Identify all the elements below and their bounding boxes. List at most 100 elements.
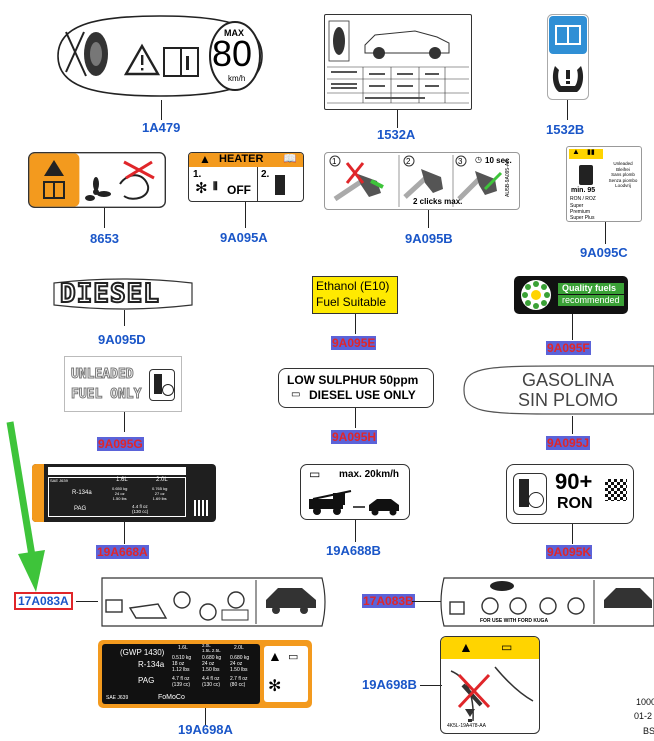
ron-unit-text: RON [557, 495, 593, 512]
label-17a083b[interactable]: 17A083B [362, 594, 415, 608]
leader-9a095f [572, 314, 573, 340]
ten-sec-text: 10 sec. [485, 156, 512, 165]
decal-9a095j: GASOLINA SIN PLOMO [462, 364, 654, 416]
label-9a095j[interactable]: 9A095J [546, 436, 591, 450]
svg-text:2: 2 [406, 157, 411, 166]
tyre-crossed-icon [65, 31, 108, 77]
leader-9a095k [572, 524, 573, 544]
warning-triangle-icon: ▲ [459, 639, 473, 655]
label-1532a[interactable]: 1532A [377, 127, 416, 142]
fuel-list-item: Unleaded [613, 161, 633, 166]
decal-9a095b: 1 2 3 AU5B-9A095-AA 2 clicks max. ◷ 10 s… [324, 152, 520, 210]
sunflower-logo-icon [521, 280, 551, 310]
svg-text:3: 3 [458, 157, 463, 166]
leader-9a095h [355, 408, 356, 428]
ron-value-text: 90+ [555, 469, 593, 494]
leader-17a083a [76, 601, 98, 602]
ac-v1a: 0.510 kg 18 oz 1.12 lbs [172, 655, 192, 673]
decal-8653 [27, 151, 167, 208]
label-19a668a[interactable]: 19A668A [96, 545, 149, 559]
decal-9a095d: DIESEL [52, 278, 194, 310]
svg-text:AU5B-9A095-AA: AU5B-9A095-AA [505, 159, 511, 197]
speed-unit-text: km/h [228, 74, 246, 83]
label-19a698b[interactable]: 19A698B [362, 677, 417, 692]
manual-book-icon: ▭ [291, 389, 301, 400]
decal-19a668a: SAE J639 1.6L 2.0L R-134a 0.650 kg 24 oz… [32, 464, 216, 522]
ac-v2c: 2.7 fl oz (80 cc) [230, 676, 248, 688]
fan-icon: ✻ [195, 180, 208, 197]
clicks-max-text: 2 clicks max. [413, 197, 463, 206]
ac-col-b: 2.0L 1.5L 2.5L [202, 643, 221, 653]
label-8653[interactable]: 8653 [90, 231, 119, 246]
manual-book-icon: ▭ [288, 651, 299, 663]
manual-book-icon: ▭ [501, 640, 513, 654]
ac-val2: 0.765 kg 27 oz 1.69 lbs [152, 486, 168, 501]
speed-max-text: MAX [224, 28, 244, 38]
label-9a095c[interactable]: 9A095C [580, 245, 628, 260]
decal-9a095g: UNLEADED FUEL ONLY [64, 356, 182, 412]
min95-text: min. 95 [571, 187, 596, 194]
ac-pag-large: PAG [138, 676, 155, 685]
svg-text:4K5L-19A478-AA: 4K5L-19A478-AA [447, 723, 487, 729]
gasolina-line2: SIN PLOMO [518, 390, 619, 410]
leader-9a095c [605, 222, 606, 244]
fuel-list-item: Senza piombo [608, 177, 638, 183]
leader-19a668a [124, 522, 125, 544]
ron-roz-text: RON / ROZ [570, 196, 596, 202]
label-9a095h[interactable]: 9A095H [331, 430, 378, 444]
max-tow-text: max. 20km/h [339, 469, 400, 480]
fuel-list-item: Sans plomb [611, 172, 635, 177]
heater-off: OFF [227, 183, 251, 197]
leader-19a688b [355, 520, 356, 542]
decal-19a698b: ▲ ▭ 4K5L-19A478-AA [440, 636, 540, 734]
heater-step1: 1. [193, 169, 202, 180]
label-9a095b[interactable]: 9A095B [405, 231, 453, 246]
ethanol-line1: Ethanol (E10) [316, 279, 390, 293]
ac-col-c: 2.0L [234, 645, 244, 651]
decal-9a095k: 90+ RON [506, 464, 634, 524]
ac-v2a: 4.7 fl oz (139 cc) [172, 676, 191, 688]
label-9a095f[interactable]: 9A095F [546, 341, 591, 355]
svg-text:1: 1 [332, 157, 337, 166]
unleaded-line1: UNLEADED [71, 367, 135, 383]
label-1a479[interactable]: 1A479 [142, 120, 181, 135]
ac-v2b: 4.4 fl oz (130 cc) [202, 676, 221, 688]
fan-icon: ✻ [268, 678, 282, 695]
leader-19a698a [205, 708, 206, 726]
leader-9a095d [124, 310, 125, 326]
diesel-text: DIESEL [59, 278, 160, 310]
warning-triangle-icon [123, 43, 161, 76]
label-19a688b[interactable]: 19A688B [326, 543, 381, 558]
unleaded-line2: FUEL ONLY [70, 387, 142, 403]
decal-19a698a: (GWP 1430) R-134a PAG FoMoCo SAE J639 1.… [98, 640, 312, 708]
ac-fomoco: FoMoCo [158, 694, 185, 701]
decal-17a083b: FOR USE WITH FORD KUGA [440, 574, 654, 630]
qr-code-icon [194, 500, 210, 516]
label-19a698a[interactable]: 19A698A [178, 722, 233, 737]
leader-9a095g [124, 412, 125, 432]
label-9a095d[interactable]: 9A095D [98, 332, 146, 347]
label-9a095g[interactable]: 9A095G [97, 437, 144, 451]
label-17a083a[interactable]: 17A083A [14, 592, 73, 610]
ac-r134a-large: R-134a [138, 660, 165, 669]
fuel-pump-icon [275, 175, 285, 195]
label-1532b[interactable]: 1532B [546, 122, 585, 137]
label-9a095k[interactable]: 9A095K [546, 545, 593, 559]
label-9a095e[interactable]: 9A095E [331, 336, 377, 350]
decal-19a688b: ▭ max. 20km/h [300, 464, 410, 520]
leader-1a479 [161, 100, 162, 120]
ac-col-a: 1.6L [178, 645, 188, 651]
ac-col2: 2.0L [156, 477, 168, 483]
decal-9a095h: LOW SULPHUR 50ppm ▭ DIESEL USE ONLY [278, 368, 434, 408]
leader-9a095a [245, 202, 246, 228]
ac-col1: 1.6L [116, 477, 128, 483]
heater-step2: 2. [261, 169, 270, 180]
warning-triangle-icon: ▲ [199, 152, 211, 166]
diesel-use-only-text: DIESEL USE ONLY [309, 388, 416, 402]
manual-book-icon: ▭ [309, 467, 321, 481]
ac-pag: PAG [74, 506, 87, 512]
ac-sae-large: SAE J639 [106, 695, 129, 701]
decal-1532b [547, 14, 589, 100]
label-9a095a[interactable]: 9A095A [220, 230, 268, 245]
